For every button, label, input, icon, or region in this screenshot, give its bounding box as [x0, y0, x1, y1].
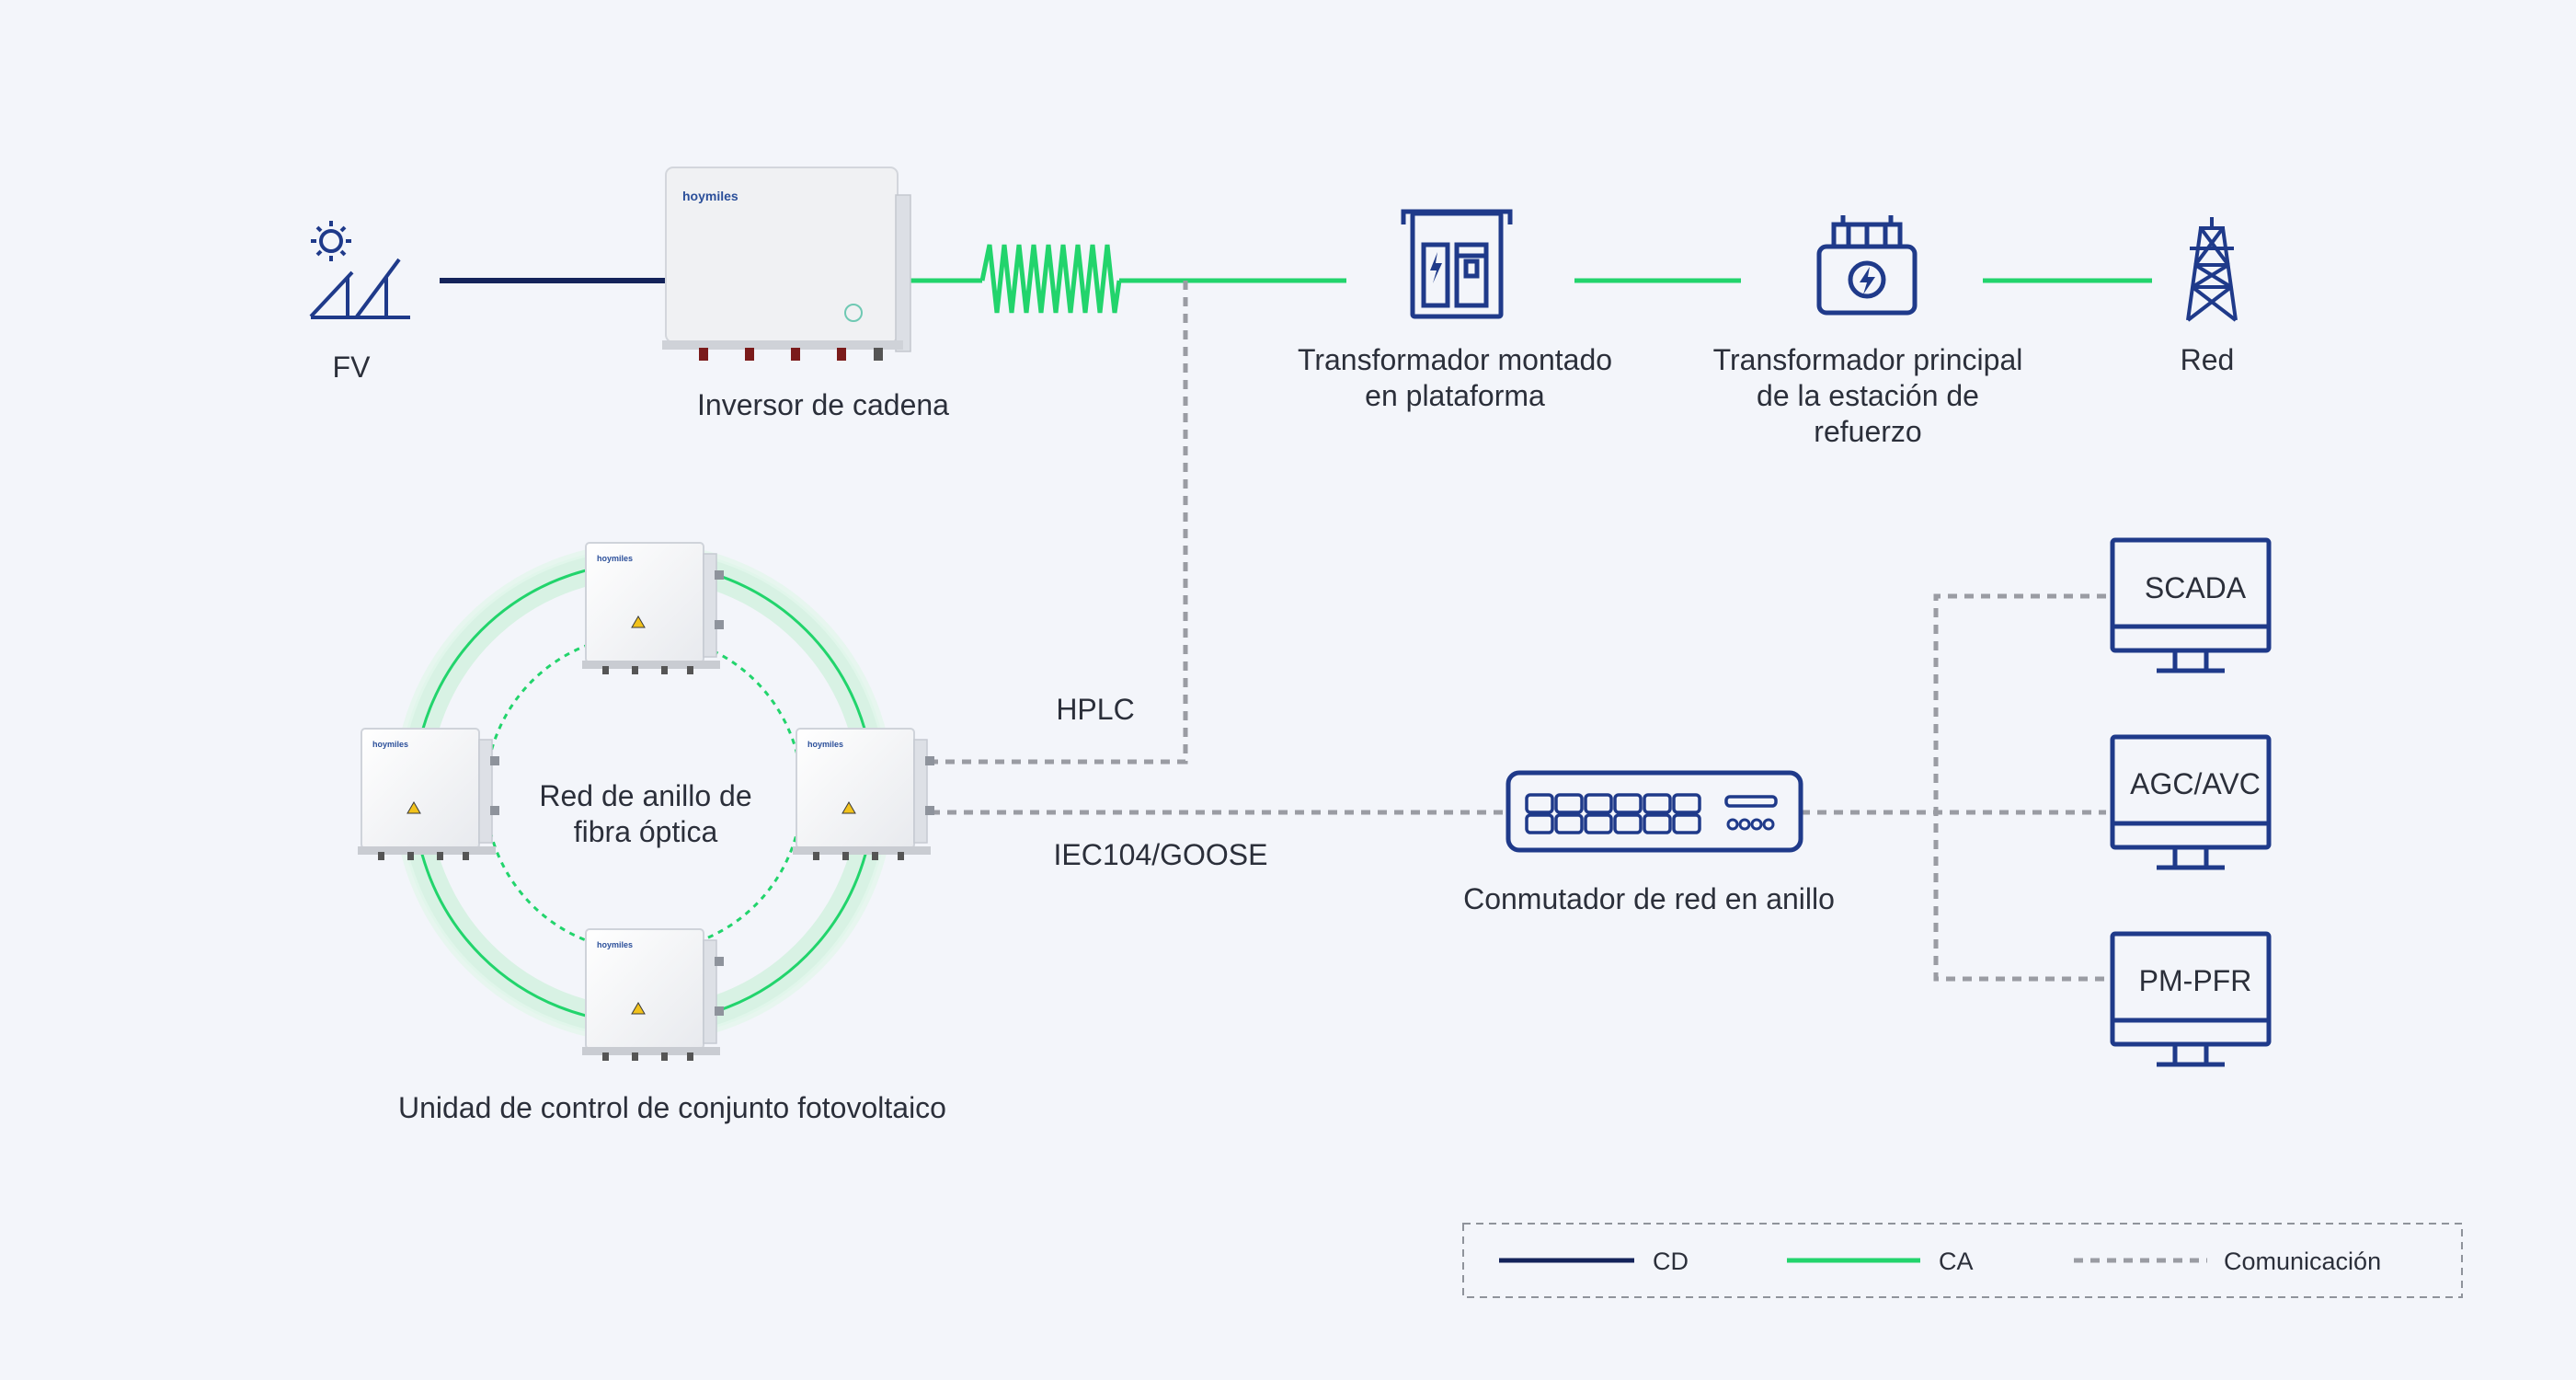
svg-text:hoymiles: hoymiles — [682, 189, 738, 203]
string-inverter-image: hoymiles — [662, 167, 911, 361]
legend-comm-label: Comunicación — [2224, 1248, 2382, 1275]
control-unit-right — [792, 728, 935, 861]
agc-avc-label: AGC/AVC — [2130, 767, 2261, 800]
fiber-ring-center-label: Red de anillo de fibra óptica — [539, 779, 752, 848]
box-transformer-icon — [1401, 209, 1513, 319]
control-unit-top — [581, 542, 725, 675]
ring-switch-icon — [1506, 770, 1803, 853]
legend-ac-label: CA — [1939, 1248, 1974, 1275]
pm-pfr-monitor-icon — [2112, 934, 2269, 1064]
main-transformer-label: Transformador principal de la estación d… — [1712, 343, 2023, 448]
grid-label: Red — [2180, 343, 2235, 376]
hplc-comm-line — [931, 281, 1188, 765]
control-unit-left — [357, 728, 500, 861]
control-unit-bottom — [581, 928, 725, 1062]
grid-tower-icon — [2186, 217, 2238, 322]
control-unit-caption: Unidad de control de conjunto fotovoltai… — [398, 1091, 946, 1124]
ring-switch-label: Conmutador de red en anillo — [1463, 882, 1835, 915]
hplc-label: HPLC — [1056, 693, 1135, 726]
legend-dc-label: CD — [1653, 1248, 1689, 1275]
legend-box — [1462, 1223, 2463, 1298]
agc-avc-monitor-icon — [2112, 737, 2269, 868]
ac-filter-coil — [979, 244, 1122, 314]
scada-label: SCADA — [2144, 571, 2247, 604]
pm-pfr-label: PM-PFR — [2138, 964, 2252, 997]
pv-solar-panel-icon — [309, 221, 410, 319]
main-transformer-icon — [1816, 215, 1918, 316]
pv-label: FV — [332, 351, 371, 384]
inverter-label: Inversor de cadena — [697, 388, 949, 421]
switch-to-systems-comm-lines — [1801, 593, 2106, 982]
iec104-label: IEC104/GOOSE — [1053, 838, 1268, 871]
box-transformer-label: Transformador montado en plataforma — [1297, 343, 1613, 412]
